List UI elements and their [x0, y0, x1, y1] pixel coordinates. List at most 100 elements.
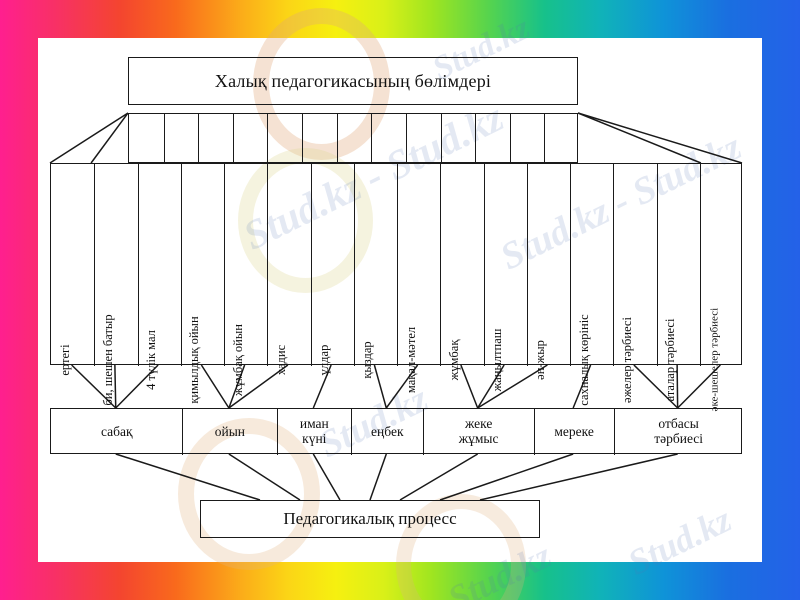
forms-row-divider	[423, 409, 425, 455]
section-column[interactable]: ән-жыр	[527, 164, 570, 380]
section-column-divider	[699, 164, 701, 366]
section-column-divider	[137, 164, 139, 366]
section-column-divider	[526, 164, 528, 366]
section-column-divider	[310, 164, 312, 366]
section-label: ұлдар	[317, 344, 332, 376]
form-to-process-connector	[399, 453, 479, 501]
forms-row-box: сабақ ойын иман күні еңбек жеке жұмыс мереке о…	[50, 408, 743, 455]
title-text: Халық педагогикасының бөлімдері	[214, 70, 492, 91]
fanout-diagonal-left-inner	[90, 112, 129, 164]
forms-row-cell[interactable]: сабақ	[51, 409, 182, 455]
fanout-divider	[232, 114, 234, 164]
section-column[interactable]: аталар тәрбиесі	[657, 164, 700, 402]
section-label: ән-жыр	[533, 340, 548, 380]
section-column-divider	[440, 164, 442, 366]
forms-row-divider	[277, 409, 279, 455]
fanout-diagonal-right-outer	[577, 112, 743, 164]
section-label: қыздар	[360, 341, 375, 379]
form-to-process-connector	[228, 453, 301, 501]
process-text: Педагогикалық процесс	[283, 509, 457, 529]
section-column[interactable]: әке-шешелер тәрбиесі	[700, 164, 743, 412]
section-label: хадис	[273, 344, 288, 376]
form-to-process-connector	[312, 453, 341, 501]
section-column[interactable]: жұмбақ	[440, 164, 483, 381]
section-label: би, шешен батыр	[100, 314, 115, 406]
forms-row-divider	[614, 409, 616, 455]
fanout-divider	[371, 114, 373, 164]
forms-row-label: мереке	[554, 423, 594, 439]
forms-row-label: отбасы тәрбиесі	[654, 416, 704, 446]
section-column[interactable]: мақал-мәтел	[397, 164, 440, 393]
section-label: 4 түлік мал	[144, 330, 159, 390]
form-to-process-connector	[115, 453, 261, 501]
process-box: Педагогикалық процесс	[200, 500, 540, 538]
section-column[interactable]: әжелер тәрбиесі	[613, 164, 656, 403]
section-column[interactable]: жұмбақ ойын	[224, 164, 267, 396]
section-column-divider	[483, 164, 485, 366]
forms-row-cell[interactable]: иман күні	[277, 409, 351, 455]
form-to-process-connector	[439, 453, 574, 501]
forms-row-label: ойын	[214, 423, 245, 439]
section-column[interactable]: қыздар	[354, 164, 397, 378]
section-label: жұмбақ ойын	[230, 324, 245, 396]
section-label: жаңылтпаш	[490, 328, 505, 392]
section-column[interactable]: ұлдар	[311, 164, 354, 376]
section-column[interactable]: хадис	[267, 164, 310, 375]
fanout-divider	[405, 114, 407, 164]
section-column[interactable]: қимылдық ойын	[181, 164, 224, 403]
section-label: мақал-мәтел	[403, 326, 418, 394]
forms-row-cell[interactable]: мереке	[534, 409, 614, 455]
fanout-divider	[509, 114, 511, 164]
section-label: сахналық көрініс	[576, 314, 591, 406]
section-column[interactable]: ертегі	[51, 164, 94, 375]
section-column-divider	[180, 164, 182, 366]
fanout-divider	[475, 114, 477, 164]
fanout-divider	[267, 114, 269, 164]
fanout-divider	[198, 114, 200, 164]
forms-row-label: еңбек	[371, 423, 404, 439]
section-label: жұмбақ	[446, 339, 461, 381]
section-column-divider	[224, 164, 225, 366]
forms-row-divider	[534, 409, 536, 455]
section-column[interactable]: сахналық көрініс	[570, 164, 613, 405]
forms-row-divider	[351, 409, 353, 455]
forms-row-label: сабақ	[100, 423, 133, 439]
forms-row-cell[interactable]: ойын	[182, 409, 277, 455]
section-column-divider	[397, 164, 398, 366]
forms-row-divider	[182, 409, 184, 455]
section-column[interactable]: би, шешен батыр	[94, 164, 137, 405]
forms-row-label: иман күні	[299, 416, 329, 446]
fanout-divider	[440, 114, 442, 164]
section-column[interactable]: 4 түлік мал	[138, 164, 181, 390]
forms-row-cell[interactable]: еңбек	[351, 409, 423, 455]
forms-row-cell[interactable]: жеке жұмыс	[423, 409, 534, 455]
sections-box: ертегі би, шешен батыр 4 түлік мал қимылдық…	[50, 163, 743, 412]
fanout-divider	[163, 114, 165, 164]
section-to-form-connector	[373, 364, 388, 409]
forms-row-cell[interactable]: отбасы тәрбиесі	[614, 409, 743, 455]
section-column-divider	[353, 164, 355, 366]
section-label: әжелер тәрбиесі	[619, 317, 634, 403]
section-column-divider	[613, 164, 615, 366]
section-label: аталар тәрбиесі	[663, 318, 678, 402]
section-column-divider	[94, 164, 96, 366]
fanout-divider	[544, 114, 546, 164]
fanout-diagonal-right-inner	[577, 112, 702, 164]
fanout-diagonal-left-outer	[49, 112, 129, 164]
form-to-process-connector	[479, 453, 678, 501]
title-box: Халық педагогикасының бөлімдері	[128, 57, 578, 105]
section-to-form-connector	[460, 364, 479, 409]
section-column[interactable]: жаңылтпаш	[484, 164, 527, 392]
section-column-divider	[656, 164, 658, 366]
section-to-form-connector	[200, 364, 230, 409]
section-column-divider	[267, 164, 269, 366]
section-label: ертегі	[57, 344, 72, 376]
fanout-divider	[336, 114, 338, 164]
form-to-process-connector	[369, 453, 388, 501]
forms-row-label: жеке жұмыс	[458, 416, 499, 446]
section-column-divider	[570, 164, 571, 366]
fanout-band	[128, 113, 578, 164]
section-label: қимылдық ойын	[187, 316, 202, 404]
